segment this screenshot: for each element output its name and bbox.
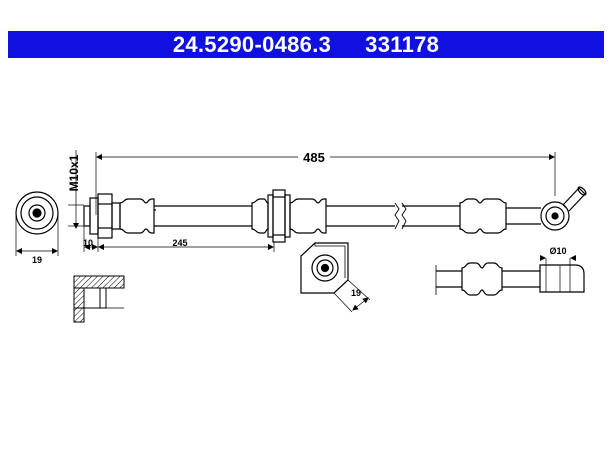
- thread-section-view: [73, 275, 125, 323]
- dim-bracket-position: 245: [172, 238, 187, 248]
- dim-overall-line: [95, 152, 556, 215]
- dim-overall-length: 485: [303, 150, 325, 165]
- brake-hose-side-view: [83, 186, 587, 243]
- part-number: 24.5290-0486.3: [172, 31, 332, 57]
- dim-left-fitting-width: 19: [32, 255, 42, 265]
- dim-thread: M10x1: [67, 154, 81, 191]
- bracket-detail-view: [300, 242, 371, 313]
- dim-banjo-bore: Ø10: [549, 246, 566, 256]
- ref-number: 331178: [365, 31, 440, 57]
- dim-lower-lines: [83, 226, 275, 252]
- header: 24.5290-0486.3 331178: [8, 31, 604, 58]
- header-bar: [8, 31, 604, 58]
- banjo-detail-view: [435, 255, 585, 296]
- left-end-view: [15, 191, 59, 256]
- dim-bracket-width: 19: [351, 288, 361, 298]
- dim-fitting-length: 10: [83, 238, 93, 248]
